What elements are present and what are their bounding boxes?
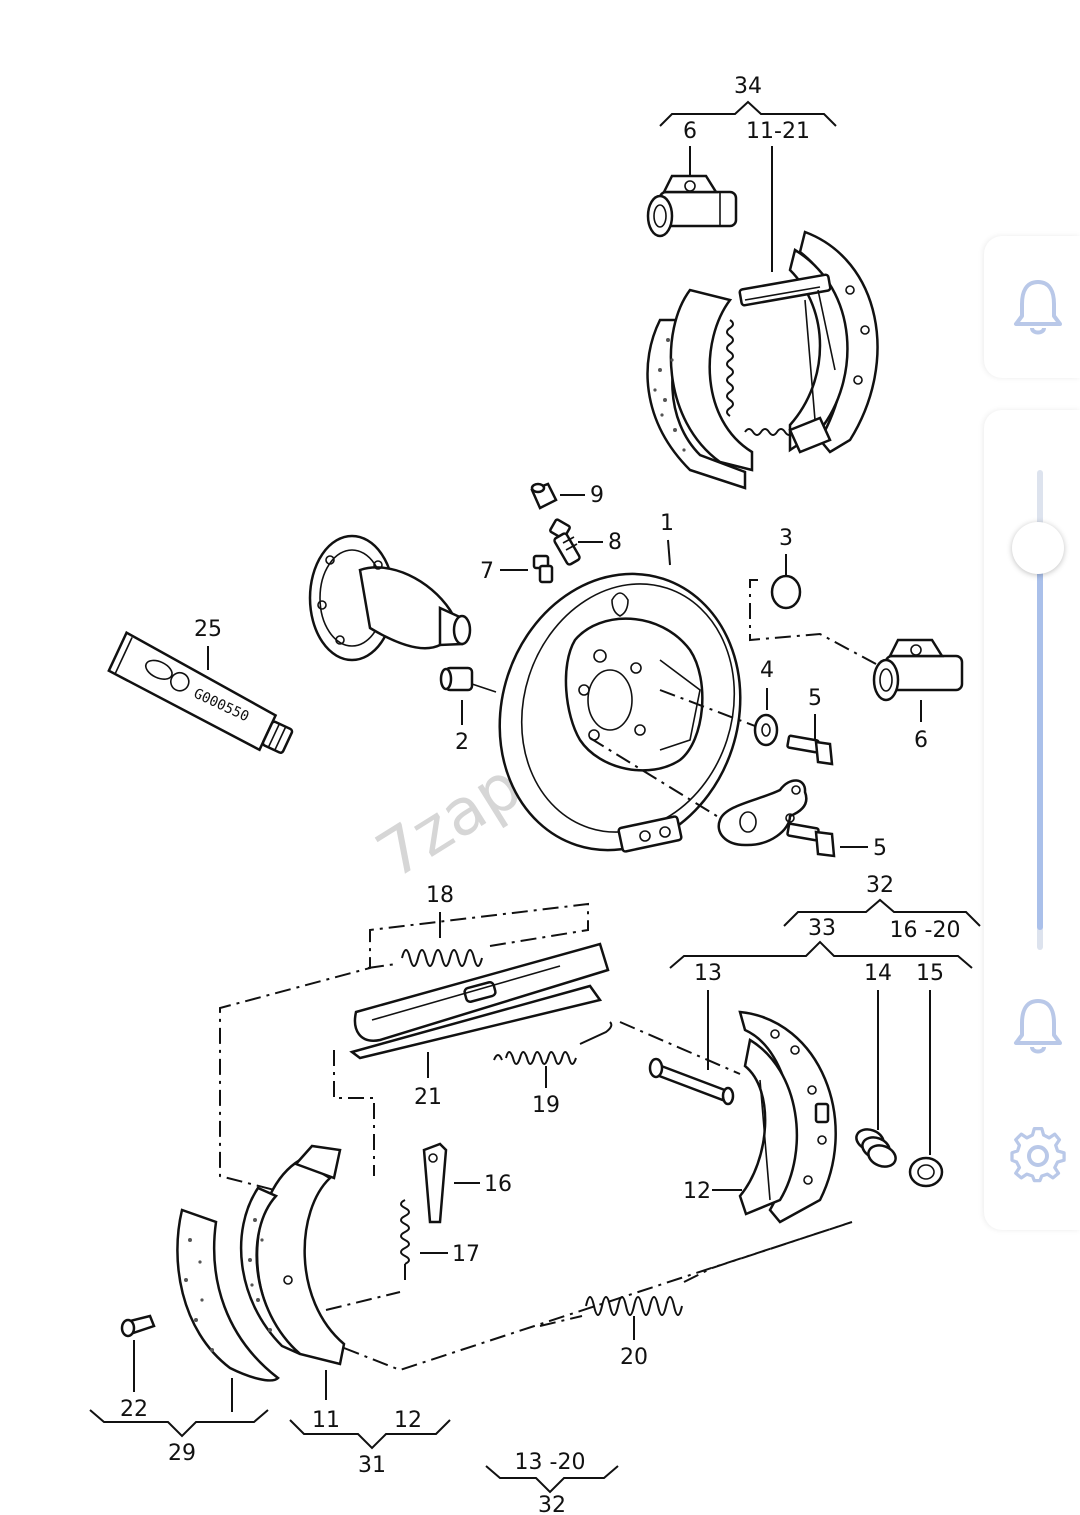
washer-4 xyxy=(753,713,779,747)
label-21: 21 xyxy=(414,1085,442,1110)
label-6-right: 6 xyxy=(914,728,928,753)
side-panel-slider xyxy=(984,410,1080,1230)
label-14: 14 xyxy=(864,961,892,986)
bolt-7 xyxy=(532,554,554,584)
bleed-valve-8 xyxy=(549,518,581,566)
bell-icon[interactable] xyxy=(1010,995,1066,1057)
brake-lining-29 xyxy=(176,1208,280,1382)
bolt-22 xyxy=(120,1314,156,1338)
gear-icon[interactable] xyxy=(1010,1125,1066,1187)
label-25: 25 xyxy=(194,617,222,642)
label-2: 2 xyxy=(455,730,469,755)
grease-tube-25: G000550 xyxy=(107,630,294,754)
spring-18 xyxy=(401,949,483,967)
label-17: 17 xyxy=(452,1242,480,1267)
group-34-bracket xyxy=(659,100,837,127)
label-32-upper: 32 xyxy=(866,873,894,898)
label-13: 13 xyxy=(694,961,722,986)
label-34: 34 xyxy=(734,74,762,99)
bell-icon[interactable] xyxy=(1010,276,1066,338)
zoom-slider-fill xyxy=(1037,570,1043,930)
label-1: 1 xyxy=(660,511,674,536)
wheel-cylinder-right xyxy=(872,638,964,702)
label-19: 19 xyxy=(532,1093,560,1118)
label-12-bottom: 12 xyxy=(394,1408,422,1433)
wheel-cylinder-top xyxy=(646,174,738,238)
label-5-lower: 5 xyxy=(873,836,887,861)
cap-15 xyxy=(908,1156,944,1188)
spring-19 xyxy=(493,1021,613,1065)
label-9: 9 xyxy=(590,483,604,508)
backing-plate-1 xyxy=(498,572,742,853)
bearing-2 xyxy=(439,666,497,693)
label-11-21: 11-21 xyxy=(746,119,810,144)
label-5-upper: 5 xyxy=(808,686,822,711)
label-11: 11 xyxy=(312,1408,340,1433)
label-12-right: 12 xyxy=(683,1179,711,1204)
label-20: 20 xyxy=(620,1345,648,1370)
bolt-5-upper xyxy=(786,734,834,766)
bleed-cap-9 xyxy=(530,482,558,510)
label-3: 3 xyxy=(779,526,793,551)
label-15: 15 xyxy=(916,961,944,986)
label-18: 18 xyxy=(426,883,454,908)
label-16: 16 xyxy=(484,1172,512,1197)
label-31: 31 xyxy=(358,1453,386,1478)
label-32-bottom: 32 xyxy=(538,1493,566,1515)
side-panel-top xyxy=(984,236,1080,378)
pin-13 xyxy=(648,1057,735,1106)
label-29: 29 xyxy=(168,1441,196,1466)
zoom-slider-knob[interactable] xyxy=(1012,522,1064,574)
anchor-plate xyxy=(717,779,808,847)
label-8: 8 xyxy=(608,530,622,555)
brake-shoe-12-right xyxy=(738,1010,837,1224)
spring-14 xyxy=(855,1128,897,1168)
label-6-top: 6 xyxy=(683,119,697,144)
label-4: 4 xyxy=(760,658,774,683)
label-33: 33 xyxy=(808,916,836,941)
spring-20 xyxy=(585,1296,683,1316)
label-16-20-upper: 16 -20 xyxy=(890,918,961,943)
bolt-5-lower xyxy=(786,822,836,858)
plug-3 xyxy=(770,574,802,610)
spring-17 xyxy=(400,1199,410,1280)
brake-shoe-assembly-top xyxy=(646,230,879,490)
label-22: 22 xyxy=(120,1397,148,1422)
label-13-20: 13 -20 xyxy=(515,1450,586,1475)
adjuster-strut-21 xyxy=(349,942,610,1060)
lever-16 xyxy=(422,1142,448,1224)
wheel-hub xyxy=(308,534,472,662)
brake-shoe-11-left xyxy=(239,1144,346,1366)
label-7: 7 xyxy=(480,559,494,584)
